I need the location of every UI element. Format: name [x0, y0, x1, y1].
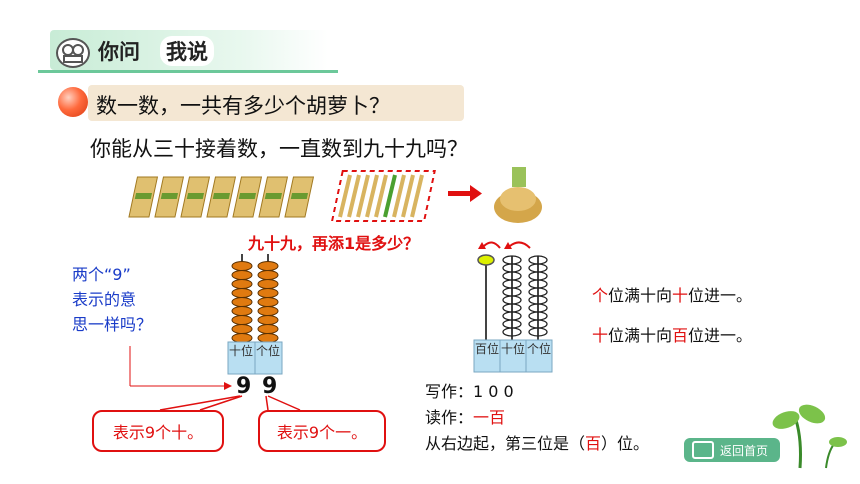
- abacus-bead: [257, 333, 279, 343]
- bundle-group: [128, 174, 424, 218]
- right-arrow-icon: [448, 185, 482, 202]
- question-box: [88, 85, 464, 121]
- rule1-a: 个: [592, 286, 609, 305]
- home-button-label: 返回首页: [720, 443, 769, 458]
- hundreds-bead: [477, 254, 495, 266]
- single-carrot: [401, 174, 415, 218]
- right-hundreds-label: 百位: [475, 342, 500, 356]
- dashed-highlight-box: [330, 170, 436, 222]
- read-line: 读作：一百: [425, 404, 505, 428]
- rule1-d: 位进一。: [688, 286, 753, 305]
- abacus-bead: [231, 270, 253, 280]
- rule2-b: 位满十向: [608, 326, 673, 345]
- sprout-icon: [772, 404, 847, 469]
- abacus-bead: [257, 297, 279, 307]
- write-line: 写作：1 0 0: [425, 378, 514, 402]
- red-ball-icon: [58, 87, 88, 117]
- header-title-part2: 我说: [160, 36, 214, 66]
- bubble-ones: 表示9个一。: [258, 410, 386, 452]
- header-underline: [38, 70, 338, 73]
- abacus-bead: [257, 288, 279, 298]
- left-abacus: [129, 254, 283, 390]
- abacus-bead: [257, 306, 279, 316]
- write-label: 写作：: [425, 382, 474, 401]
- question2-text: 你能从三十接着数，一直数到九十九吗？: [90, 137, 468, 161]
- bundle-tie: [160, 193, 179, 199]
- abacus-bead: [231, 297, 253, 307]
- single-carrot: [365, 174, 379, 218]
- bundle-tie: [134, 193, 153, 199]
- reading-person-icon: [56, 38, 90, 68]
- right-tens-label: 十位: [501, 342, 526, 356]
- abacus-bead: [231, 333, 253, 343]
- left-digit-tens: 9: [236, 374, 252, 399]
- blue-question: 两个“9” 表示的意 思一样吗？: [72, 262, 222, 337]
- back-icon: [692, 441, 714, 459]
- rule2: 十位满十向百位进一。: [592, 322, 752, 346]
- header-title-part1: 你问: [98, 40, 140, 64]
- read-value: 一百: [473, 408, 506, 427]
- single-carrot: [392, 174, 406, 218]
- abacus-bead: [257, 270, 279, 280]
- single-carrot: [374, 174, 388, 218]
- write-value: 1 0 0: [473, 382, 514, 401]
- left-digit-ones: 9: [262, 374, 278, 399]
- abacus-bead: [231, 288, 253, 298]
- single-carrot: [356, 174, 370, 218]
- abacus-bead-outline: [502, 327, 522, 337]
- abacus-bead: [257, 261, 279, 271]
- bundle-tie: [186, 193, 205, 199]
- abacus-bead: [257, 279, 279, 289]
- abacus-bead: [231, 279, 253, 289]
- left-ones-label: 个位: [256, 344, 281, 358]
- question-text: 数一数，一共有多少个胡萝卜？: [96, 94, 390, 118]
- abacus-bead: [231, 315, 253, 325]
- rule1-b: 位满十向: [608, 286, 673, 305]
- abacus-bead: [231, 324, 253, 334]
- rule2-a: 十: [592, 326, 609, 345]
- single-carrot: [410, 174, 424, 218]
- bundle-tie: [238, 193, 257, 199]
- bubble-tens: 表示9个十。: [92, 410, 224, 452]
- single-carrot: [383, 174, 397, 218]
- rule2-c: 百: [672, 326, 689, 345]
- abacus-bead: [257, 315, 279, 325]
- single-carrot: [338, 174, 352, 218]
- left-tens-label: 十位: [229, 344, 254, 358]
- blue-question-line1: 两个“9”: [72, 265, 131, 284]
- rule1-c: 十: [672, 286, 689, 305]
- right-abacus: [473, 241, 553, 373]
- single-carrot: [347, 174, 361, 218]
- abacus-bead-outline: [528, 327, 548, 337]
- position-suffix: ）位。: [601, 434, 650, 453]
- rule1: 个位满十向十位进一。: [592, 282, 752, 306]
- position-line: 从右边起，第三位是（百）位。: [425, 430, 649, 454]
- bundle-tie: [290, 193, 309, 199]
- blue-question-line2: 表示的意: [72, 290, 137, 309]
- carrot-pile-icon: [494, 167, 542, 223]
- bundle-tie: [264, 193, 283, 199]
- read-label: 读作：: [425, 408, 474, 427]
- bubble-pointers: [159, 395, 301, 411]
- carrot-bundles-figure: [128, 167, 542, 223]
- abacus-bead: [231, 306, 253, 316]
- abacus-bead: [231, 261, 253, 271]
- blue-question-line3: 思一样吗？: [72, 315, 153, 334]
- position-value: 百: [585, 434, 602, 453]
- caption-red: 九十九，再添1是多少？: [248, 234, 420, 253]
- abacus-bead: [257, 324, 279, 334]
- position-prefix: 从右边起，第三位是（: [425, 434, 586, 453]
- home-button[interactable]: 返回首页: [684, 438, 780, 462]
- rule2-d: 位进一。: [688, 326, 753, 345]
- bundle-tie: [212, 193, 231, 199]
- right-ones-label: 个位: [527, 342, 552, 356]
